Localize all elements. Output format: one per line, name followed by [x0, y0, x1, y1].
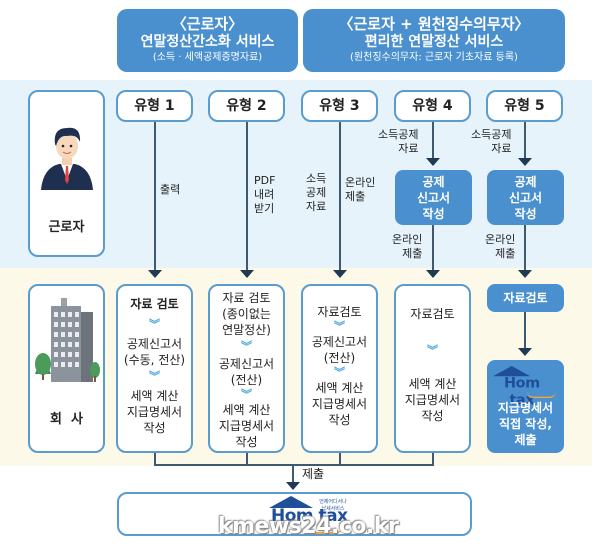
type-4-line-bottom: [432, 225, 434, 272]
type-2-step-1: 자료 검토 (종이없는 연말정산): [222, 291, 271, 337]
watermark: kmews24.co.kr: [218, 514, 399, 539]
type-4-company-box: 자료검토 ︾ 세액 계산 지급명세서 작성: [394, 284, 471, 453]
type-4-label-submit: 온라인 제출: [392, 233, 423, 260]
type-3-arrow-icon: [333, 270, 347, 278]
chevron-down-icon: ︾: [149, 318, 160, 331]
type-3-company-box: 자료검토 ︾ 공제신고서 (전산) ︾ 세액 계산 지급명세서 작성: [301, 284, 378, 453]
type-4-arrow-top-icon: [426, 158, 440, 166]
type-4-box: 유형 4: [394, 90, 471, 122]
type-5-label-submit: 온라인 제출: [485, 233, 516, 260]
businessman-icon: [41, 127, 93, 190]
type-5-arrow-bottom-icon: [518, 270, 532, 278]
merge-line-4: [432, 453, 434, 465]
header-worker-note: (소득 · 세액공제증명자료): [152, 52, 263, 63]
chevron-down-icon: ︾: [334, 366, 345, 379]
swoosh-icon: [309, 526, 343, 534]
header-worker-title: 〈근로자〉: [171, 15, 244, 33]
type-2-label: PDF 내려 받기: [254, 174, 276, 215]
header-combined-subtitle: 편리한 연말정산 서비스: [364, 34, 504, 50]
type-2-box: 유형 2: [208, 90, 285, 122]
type-1-step-3: 세액 계산 지급명세서 작성: [126, 389, 183, 435]
type-4-line-top: [432, 122, 434, 162]
company-box: 회 사: [28, 284, 105, 453]
type-2-arrow-icon: [240, 270, 254, 278]
type-5-review-box: 자료검토: [487, 284, 564, 312]
type-5-line-top: [524, 122, 526, 162]
type-5-label-data: 소득공제 자료: [471, 128, 512, 155]
type-5-company-line: [524, 312, 526, 350]
type-1-box: 유형 1: [116, 90, 193, 122]
type-5-company-arrow-icon: [518, 348, 532, 356]
type-4-worker-action-text: 공제 신고서 작성: [416, 175, 451, 221]
chevron-down-icon: ︾: [427, 344, 438, 357]
header-combined-note: (원천징수의무자: 근로자 기초자료 등록): [350, 52, 518, 63]
company-label: 회 사: [50, 412, 83, 427]
header-worker-service: 〈근로자〉 연말정산간소화 서비스 (소득 · 세액공제증명자료): [117, 9, 298, 72]
header-combined-service: 〈근로자 + 원천징수의무자〉 편리한 연말정산 서비스 (원천징수의무자: 근…: [303, 9, 565, 72]
type-4-step-1: 자료검토: [410, 307, 455, 321]
type-4-label-data: 소득공제 자료: [378, 128, 419, 155]
merge-line-1: [154, 453, 156, 465]
type-5-box: 유형 5: [486, 90, 563, 122]
swoosh-icon: [527, 392, 556, 399]
chevron-down-icon: ︾: [241, 388, 252, 401]
hometax-logo: 언제어디서나 납세서비스 Hom tax: [269, 496, 349, 534]
type-3-label-submit: 온라인 제출: [345, 176, 376, 203]
hometax-box: 언제어디서나 납세서비스 Hom tax: [117, 492, 472, 536]
type-4-worker-action: 공제 신고서 작성: [395, 170, 472, 225]
type-2-step-3: 세액 계산 지급명세서 작성: [218, 403, 275, 449]
office-building-icon: [35, 298, 100, 382]
type-5-line-bottom: [524, 225, 526, 272]
type-5-worker-action-text: 공제 신고서 작성: [508, 175, 543, 221]
submit-line: [292, 464, 294, 484]
type-2-company-box: 자료 검토 (종이없는 연말정산) ︾ 공제신고서 (전산) ︾ 세액 계산 지…: [208, 284, 285, 453]
type-3-line: [339, 122, 341, 272]
type-3-step-2: 공제신고서 (전산): [311, 335, 368, 365]
type-1-company-box: 자료 검토 ︾ 공제신고서 (수동, 전산) ︾ 세액 계산 지급명세서 작성: [116, 284, 193, 453]
type-2-step-2: 공제신고서 (전산): [218, 357, 275, 387]
merge-line-3: [339, 453, 341, 465]
type-3-box: 유형 3: [301, 90, 378, 122]
type-5-step-1: 자료검토: [503, 291, 548, 305]
type-3-label-data: 소득 공제 자료: [306, 172, 327, 213]
type-5-hometax-box: Hom tax 지급명세서 직접 작성, 제출: [487, 360, 564, 453]
type-5-step-2: 지급명세서 직접 작성, 제출: [497, 401, 554, 447]
hometax-tagline: 언제어디서나 납세서비스: [319, 499, 347, 512]
worker-label: 근로자: [48, 220, 85, 235]
type-5-worker-action: 공제 신고서 작성: [487, 170, 564, 225]
hometax-word: Hom tax: [271, 506, 348, 526]
chevron-down-icon: ︾: [334, 320, 345, 333]
type-3-step-1: 자료검토: [317, 305, 362, 319]
house-icon: [493, 366, 531, 377]
submit-label: 제출: [302, 467, 325, 481]
merge-line-horizontal: [154, 464, 434, 466]
merge-line-2: [246, 453, 248, 465]
header-worker-subtitle: 연말정산간소화 서비스: [140, 34, 275, 50]
type-4-step-2: 세액 계산 지급명세서 작성: [404, 377, 461, 423]
type-5-arrow-top-icon: [518, 158, 532, 166]
type-2-line: [246, 122, 248, 272]
type-1-label: 출력: [160, 183, 181, 196]
type-1-step-2: 공제신고서 (수동, 전산): [123, 337, 186, 367]
type-1-line: [154, 122, 156, 272]
hometax-wordmark: Hom tax: [271, 506, 348, 526]
type-3-step-3: 세액 계산 지급명세서 작성: [311, 381, 368, 427]
chevron-down-icon: ︾: [241, 340, 252, 353]
hometax-logo-small: Hom tax: [493, 366, 556, 409]
submit-arrow-icon: [286, 482, 300, 490]
worker-box: 근로자: [28, 90, 105, 257]
type-4-arrow-bottom-icon: [426, 270, 440, 278]
type-1-step-1: 자료 검토: [130, 297, 179, 311]
chevron-down-icon: ︾: [149, 370, 160, 383]
house-icon: [269, 496, 313, 508]
header-combined-title: 〈근로자 + 원천징수의무자〉: [338, 15, 530, 33]
type-1-arrow-icon: [148, 270, 162, 278]
